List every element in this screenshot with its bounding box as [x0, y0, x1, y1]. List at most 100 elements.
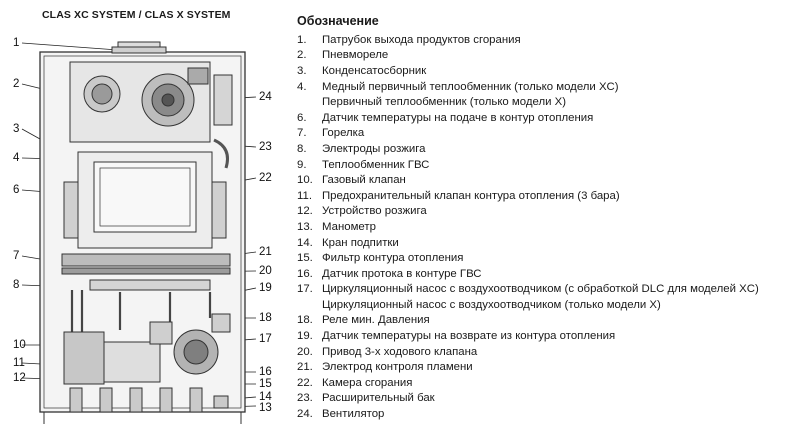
callout-label: 23 — [259, 141, 272, 153]
hydraulic-block — [63, 313, 231, 385]
callout-label: 6 — [13, 184, 20, 196]
callout-label: 12 — [13, 372, 26, 384]
legend-number: 7. — [297, 127, 307, 140]
callout-label: 18 — [259, 312, 272, 324]
legend-item: 2. Пневмореле — [297, 48, 791, 64]
legend-list: 1. Патрубок выхода продуктов сгорания 2. П… — [297, 32, 791, 422]
legend-text: Пневмореле — [322, 49, 389, 62]
legend-text: Циркуляционный насос с воздухоотводчиком… — [322, 298, 661, 311]
legend-number: 3. — [297, 64, 307, 77]
callout-label: 21 — [259, 246, 272, 258]
legend-number: 19. — [297, 330, 313, 343]
legend-number: 1. — [297, 33, 307, 46]
legend-title: Обозначение — [297, 14, 379, 28]
callout-label: 19 — [259, 282, 272, 294]
legend-text: Электрод контроля пламени — [322, 361, 473, 374]
legend-number: 22. — [297, 376, 313, 389]
legend-number: 18. — [297, 314, 313, 327]
legend-number: 4. — [297, 80, 307, 93]
legend-number: 21. — [297, 361, 313, 374]
legend-item: 16. Датчик протока в контуре ГВС — [297, 266, 791, 282]
legend-text: Привод 3-х ходового клапана — [322, 345, 478, 358]
callout-label: 3 — [13, 123, 20, 135]
callout-label: 20 — [259, 265, 272, 277]
legend-text: Расширительный бак — [322, 392, 435, 405]
legend-text: Кран подпитки — [322, 236, 399, 249]
legend-text: Конденсатосборник — [322, 64, 427, 77]
legend-item: 1. Патрубок выхода продуктов сгорания — [297, 32, 791, 48]
legend-text: Реле мин. Давления — [322, 314, 430, 327]
legend-item: 4. Медный первичный теплообменник (только… — [297, 79, 791, 95]
legend-text: Медный первичный теплообменник (только м… — [322, 80, 619, 93]
callout-label: 22 — [259, 172, 272, 184]
legend-number: 23. — [297, 392, 313, 405]
legend-number: 16. — [297, 267, 313, 280]
mounting-feet — [43, 412, 242, 424]
legend-item: 20. Привод 3-х ходового клапана — [297, 344, 791, 360]
callout-label: 14 — [259, 391, 272, 403]
flue-outlet — [111, 41, 167, 54]
legend-item: 23. Расширительный бак — [297, 391, 791, 407]
callout-label: 10 — [13, 339, 26, 351]
fan-assembly — [69, 61, 233, 143]
legend-text: Патрубок выхода продуктов сгорания — [322, 33, 521, 46]
legend-number: 13. — [297, 220, 313, 233]
legend-number: 11. — [297, 189, 312, 202]
legend-item: 9.Теплообменник ГВС — [297, 157, 791, 173]
legend-item: 10.Газовый клапан — [297, 172, 791, 188]
expansion-tank — [213, 138, 229, 169]
legend-text: Газовый клапан — [322, 174, 406, 187]
legend-item: 18. Реле мин. Давления — [297, 313, 791, 329]
callout-label: 11 — [13, 357, 25, 369]
callout-label: 24 — [259, 91, 272, 103]
legend-text: Устройство розжига — [322, 205, 427, 218]
legend-number: 17. — [297, 283, 313, 296]
legend-number: 24. — [297, 408, 313, 421]
callout-label: 15 — [259, 378, 272, 390]
legend-number: 12. — [297, 205, 313, 218]
heat-exchanger — [63, 151, 227, 249]
pipework — [70, 290, 212, 335]
boiler-illustration — [21, 41, 257, 424]
legend-text: Фильтр контура отопления — [322, 252, 464, 265]
legend-item: 14. Кран подпитки — [297, 235, 791, 251]
callout-label: 1 — [13, 37, 20, 49]
legend-item: 3. Конденсатосборник — [297, 63, 791, 79]
legend-item: Циркуляционный насос с воздухоотводчиком… — [297, 297, 791, 313]
callout-label: 17 — [259, 333, 272, 345]
legend-item: 6.Датчик температуры на подаче в контур … — [297, 110, 791, 126]
legend-text: Электроды розжига — [322, 142, 426, 155]
legend-number: 9. — [297, 158, 307, 171]
legend-number: 15. — [297, 252, 313, 265]
legend-text: Предохранительный клапан контура отоплен… — [322, 189, 620, 202]
boiler-diagram: CLAS XC SYSTEM / CLAS X SYSTEM — [0, 0, 290, 438]
legend-item: 19. Датчик температуры на возврате из кон… — [297, 328, 791, 344]
legend-item: 17. Циркуляционный насос с воздухоотводчи… — [297, 282, 791, 298]
callout-label: 8 — [13, 279, 20, 291]
legend-item: 15. Фильтр контура отопления — [297, 250, 791, 266]
legend-text: Датчик температуры на возврате из контур… — [322, 330, 616, 343]
legend-text: Циркуляционный насос с воздухоотводчиком… — [322, 283, 759, 296]
legend-number: 20. — [297, 345, 313, 358]
callout-label: 4 — [13, 152, 20, 164]
legend-text: Датчик протока в контуре ГВС — [322, 267, 482, 280]
legend-item: 12. Устройство розжига — [297, 204, 791, 220]
legend-number: 14. — [297, 236, 313, 249]
legend-number: 8. — [297, 142, 307, 155]
legend-text: Камера сгорания — [322, 376, 413, 389]
callout-label: 2 — [13, 78, 20, 90]
diagram-title: CLAS XC SYSTEM / CLAS X SYSTEM — [42, 9, 231, 21]
callout-label: 13 — [259, 402, 272, 414]
legend-item: 7. Горелка — [297, 126, 791, 142]
legend-number: 2. — [297, 49, 307, 62]
legend-text: Горелка — [322, 127, 365, 140]
callout-label: 7 — [13, 250, 20, 262]
legend-text: Датчик температуры на подаче в контур от… — [322, 111, 594, 124]
legend-item: 11. Предохранительный клапан контура отоп… — [297, 188, 791, 204]
legend-text: Вентилятор — [322, 408, 385, 421]
bottom-connections — [69, 387, 229, 413]
legend-item: 21. Электрод контроля пламени — [297, 359, 791, 375]
burner — [61, 253, 231, 291]
legend-text: Манометр — [322, 220, 376, 233]
callout-label: 16 — [259, 366, 272, 378]
